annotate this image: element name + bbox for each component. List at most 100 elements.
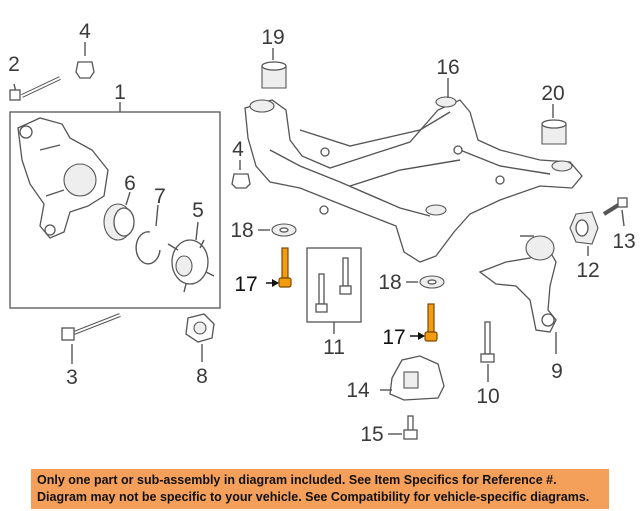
lower-control-arm-group xyxy=(478,197,628,354)
knuckle-detail xyxy=(39,144,65,197)
steering-knuckle xyxy=(17,117,109,239)
wheel-bearing-inner xyxy=(113,207,135,237)
disclaimer-line-2: Diagram may not be specific to your vehi… xyxy=(37,490,590,504)
callout-19: 19 xyxy=(261,26,284,49)
subframe-hole-2 xyxy=(320,147,330,157)
disclaimer-banner: Only one part or sub-assembly in diagram… xyxy=(31,469,609,509)
hub-stud-3 xyxy=(205,271,215,277)
bolt-11b-head xyxy=(339,285,352,295)
nut-8-hole xyxy=(193,321,207,335)
callout-14: 14 xyxy=(346,379,370,402)
callout-17-upper: 17 xyxy=(234,273,257,296)
highlighted-bolts-17 xyxy=(266,247,438,342)
callout-11: 11 xyxy=(323,336,345,359)
group-1-box xyxy=(9,111,221,309)
callout-5: 5 xyxy=(192,199,204,222)
callout-labels: 1 2 3 4 4 5 6 7 8 9 10 11 12 13 14 15 16… xyxy=(8,20,636,446)
subframe-bushings xyxy=(231,48,567,189)
bolt-11a-head xyxy=(315,303,328,313)
group-11-box xyxy=(306,247,362,323)
subframe-mount-rear-left xyxy=(425,204,447,216)
knuckle-upper-eye xyxy=(19,125,33,139)
subframe-mount-front-left xyxy=(249,99,275,113)
callout-10: 10 xyxy=(476,385,499,408)
bolt-17-upper-head xyxy=(278,277,292,288)
callout-1: 1 xyxy=(114,81,126,104)
hub-stud-1 xyxy=(167,243,179,251)
leader-13 xyxy=(621,209,625,227)
disclaimer-line-1: Only one part or sub-assembly in diagram… xyxy=(37,473,557,487)
bolt-10-head xyxy=(480,353,495,363)
washers xyxy=(258,223,445,289)
subframe-rib-2 xyxy=(299,111,451,147)
bolt-13-shank xyxy=(602,202,622,216)
bolt-2-head xyxy=(9,89,21,101)
mount-14-group xyxy=(380,355,445,440)
callout-9: 9 xyxy=(551,360,563,383)
callout-2: 2 xyxy=(8,53,20,76)
bolt-13-head xyxy=(617,197,628,208)
ball-joint xyxy=(541,313,555,327)
arrowhead-17-upper xyxy=(272,279,279,287)
knuckle-bore xyxy=(63,163,97,197)
subframe-rib-4 xyxy=(349,159,461,187)
callout-4-top: 4 xyxy=(79,20,91,43)
leader-6 xyxy=(125,191,131,206)
hub-stud-4 xyxy=(183,283,187,293)
callout-18-upper: 18 xyxy=(230,219,253,242)
bolt-set-group-11 xyxy=(306,247,362,334)
left-fasteners xyxy=(9,42,215,364)
snap-ring xyxy=(135,231,161,265)
callout-15: 15 xyxy=(360,423,383,446)
bolt-3-head xyxy=(61,327,75,341)
washer-18-lower-hole xyxy=(427,279,437,285)
callout-6: 6 xyxy=(124,172,136,195)
callout-12: 12 xyxy=(576,259,599,282)
bushing-12-face xyxy=(575,219,589,237)
bolt-2-core xyxy=(21,77,61,97)
nut-4-top xyxy=(75,61,95,79)
callout-13: 13 xyxy=(612,230,635,253)
callout-18-lower: 18 xyxy=(378,271,401,294)
subframe-rib-1 xyxy=(269,149,431,217)
bolt-11a-shank xyxy=(318,273,325,305)
washer-18-upper-hole xyxy=(279,227,289,233)
subframe-hole-3 xyxy=(453,145,463,155)
bolt-3-core xyxy=(73,314,121,334)
bolt-15-head xyxy=(403,429,418,440)
bushing-20-top xyxy=(541,119,567,129)
arrowhead-17-lower xyxy=(418,332,425,340)
leader-5 xyxy=(195,221,199,241)
subframe-mount-rear-right xyxy=(551,160,573,172)
leader-7 xyxy=(155,204,159,227)
knuckle-assembly-group xyxy=(9,102,221,309)
bracket-14-window xyxy=(403,371,419,389)
subframe-mount-front-right xyxy=(435,96,457,108)
hub-stud-2 xyxy=(199,239,205,249)
callout-7: 7 xyxy=(154,185,166,208)
subframe-hole-1 xyxy=(319,205,329,215)
callout-4-right: 4 xyxy=(232,138,244,161)
bolt-17-lower-head xyxy=(424,331,438,342)
subframe-body xyxy=(244,99,583,263)
knuckle-lower-eye xyxy=(44,224,56,236)
bolt-11b-shank xyxy=(342,257,349,287)
subframe-rib-3 xyxy=(459,149,551,175)
callout-16: 16 xyxy=(436,56,459,79)
callout-8: 8 xyxy=(196,365,208,388)
control-arm-front-bushing xyxy=(525,235,555,261)
bolt-10-group xyxy=(480,321,495,382)
nut-4-right xyxy=(231,173,251,189)
subframe-hole-4 xyxy=(495,175,505,185)
front-subframe xyxy=(244,78,583,263)
callout-3: 3 xyxy=(66,366,78,389)
bolt-17-upper-shank xyxy=(281,247,289,279)
callout-20: 20 xyxy=(541,82,564,105)
hub-center xyxy=(175,255,193,277)
bolt-10-shank xyxy=(484,321,491,355)
bolt-17-lower-shank xyxy=(427,303,435,333)
callout-17-lower: 17 xyxy=(382,326,405,349)
bushing-19-top xyxy=(261,61,287,71)
